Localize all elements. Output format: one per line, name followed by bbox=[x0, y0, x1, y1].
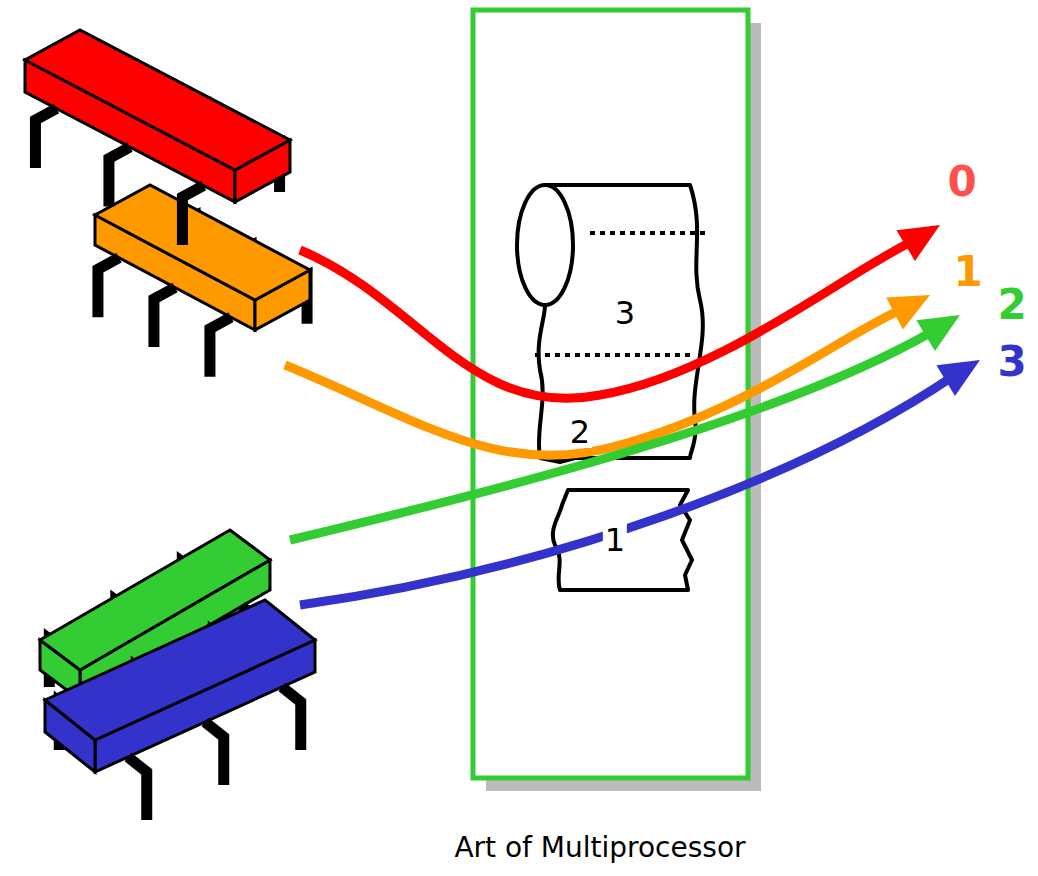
arrow-head bbox=[896, 225, 940, 261]
output-number: 1 bbox=[951, 251, 984, 293]
ticket-number: 3 bbox=[613, 297, 637, 329]
arrow-head bbox=[936, 360, 980, 396]
arrows bbox=[285, 225, 980, 605]
output-number: 2 bbox=[995, 284, 1028, 326]
flow-arrow bbox=[300, 240, 915, 398]
processor-bug bbox=[45, 600, 315, 820]
processor-bug bbox=[95, 185, 310, 377]
output-number: 0 bbox=[945, 161, 978, 203]
caption: Art of Multiprocessor bbox=[452, 834, 747, 862]
flow-arrow bbox=[300, 375, 955, 605]
arrow-head bbox=[916, 315, 960, 351]
output-number: 3 bbox=[995, 341, 1028, 383]
ticket-number: 2 bbox=[568, 416, 592, 448]
flow-arrow bbox=[290, 330, 935, 540]
ticket-roll bbox=[517, 185, 705, 590]
ticket-number: 1 bbox=[603, 524, 627, 556]
flow-arrow bbox=[285, 308, 905, 455]
processor-bug bbox=[25, 30, 290, 245]
